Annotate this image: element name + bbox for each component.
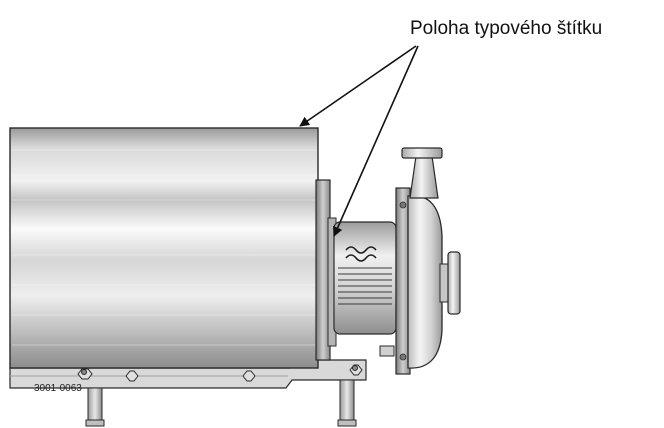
logo-mark — [345, 246, 377, 262]
nameplate-location-label: Poloha typového štítku — [410, 18, 603, 39]
arrow-to-adapter — [333, 45, 419, 237]
arrow-to-motor — [299, 45, 417, 127]
frame-bolts — [77, 364, 363, 382]
pump-casing — [407, 195, 451, 369]
motor-housing — [9, 127, 319, 369]
pump-legs — [85, 379, 357, 427]
inlet-connection — [447, 251, 461, 315]
motor-flange — [315, 179, 337, 361]
figure-code: 3001-0063 — [34, 383, 82, 394]
outlet-connection — [401, 147, 443, 199]
adapter — [333, 221, 397, 357]
callout-arrows — [299, 45, 419, 237]
